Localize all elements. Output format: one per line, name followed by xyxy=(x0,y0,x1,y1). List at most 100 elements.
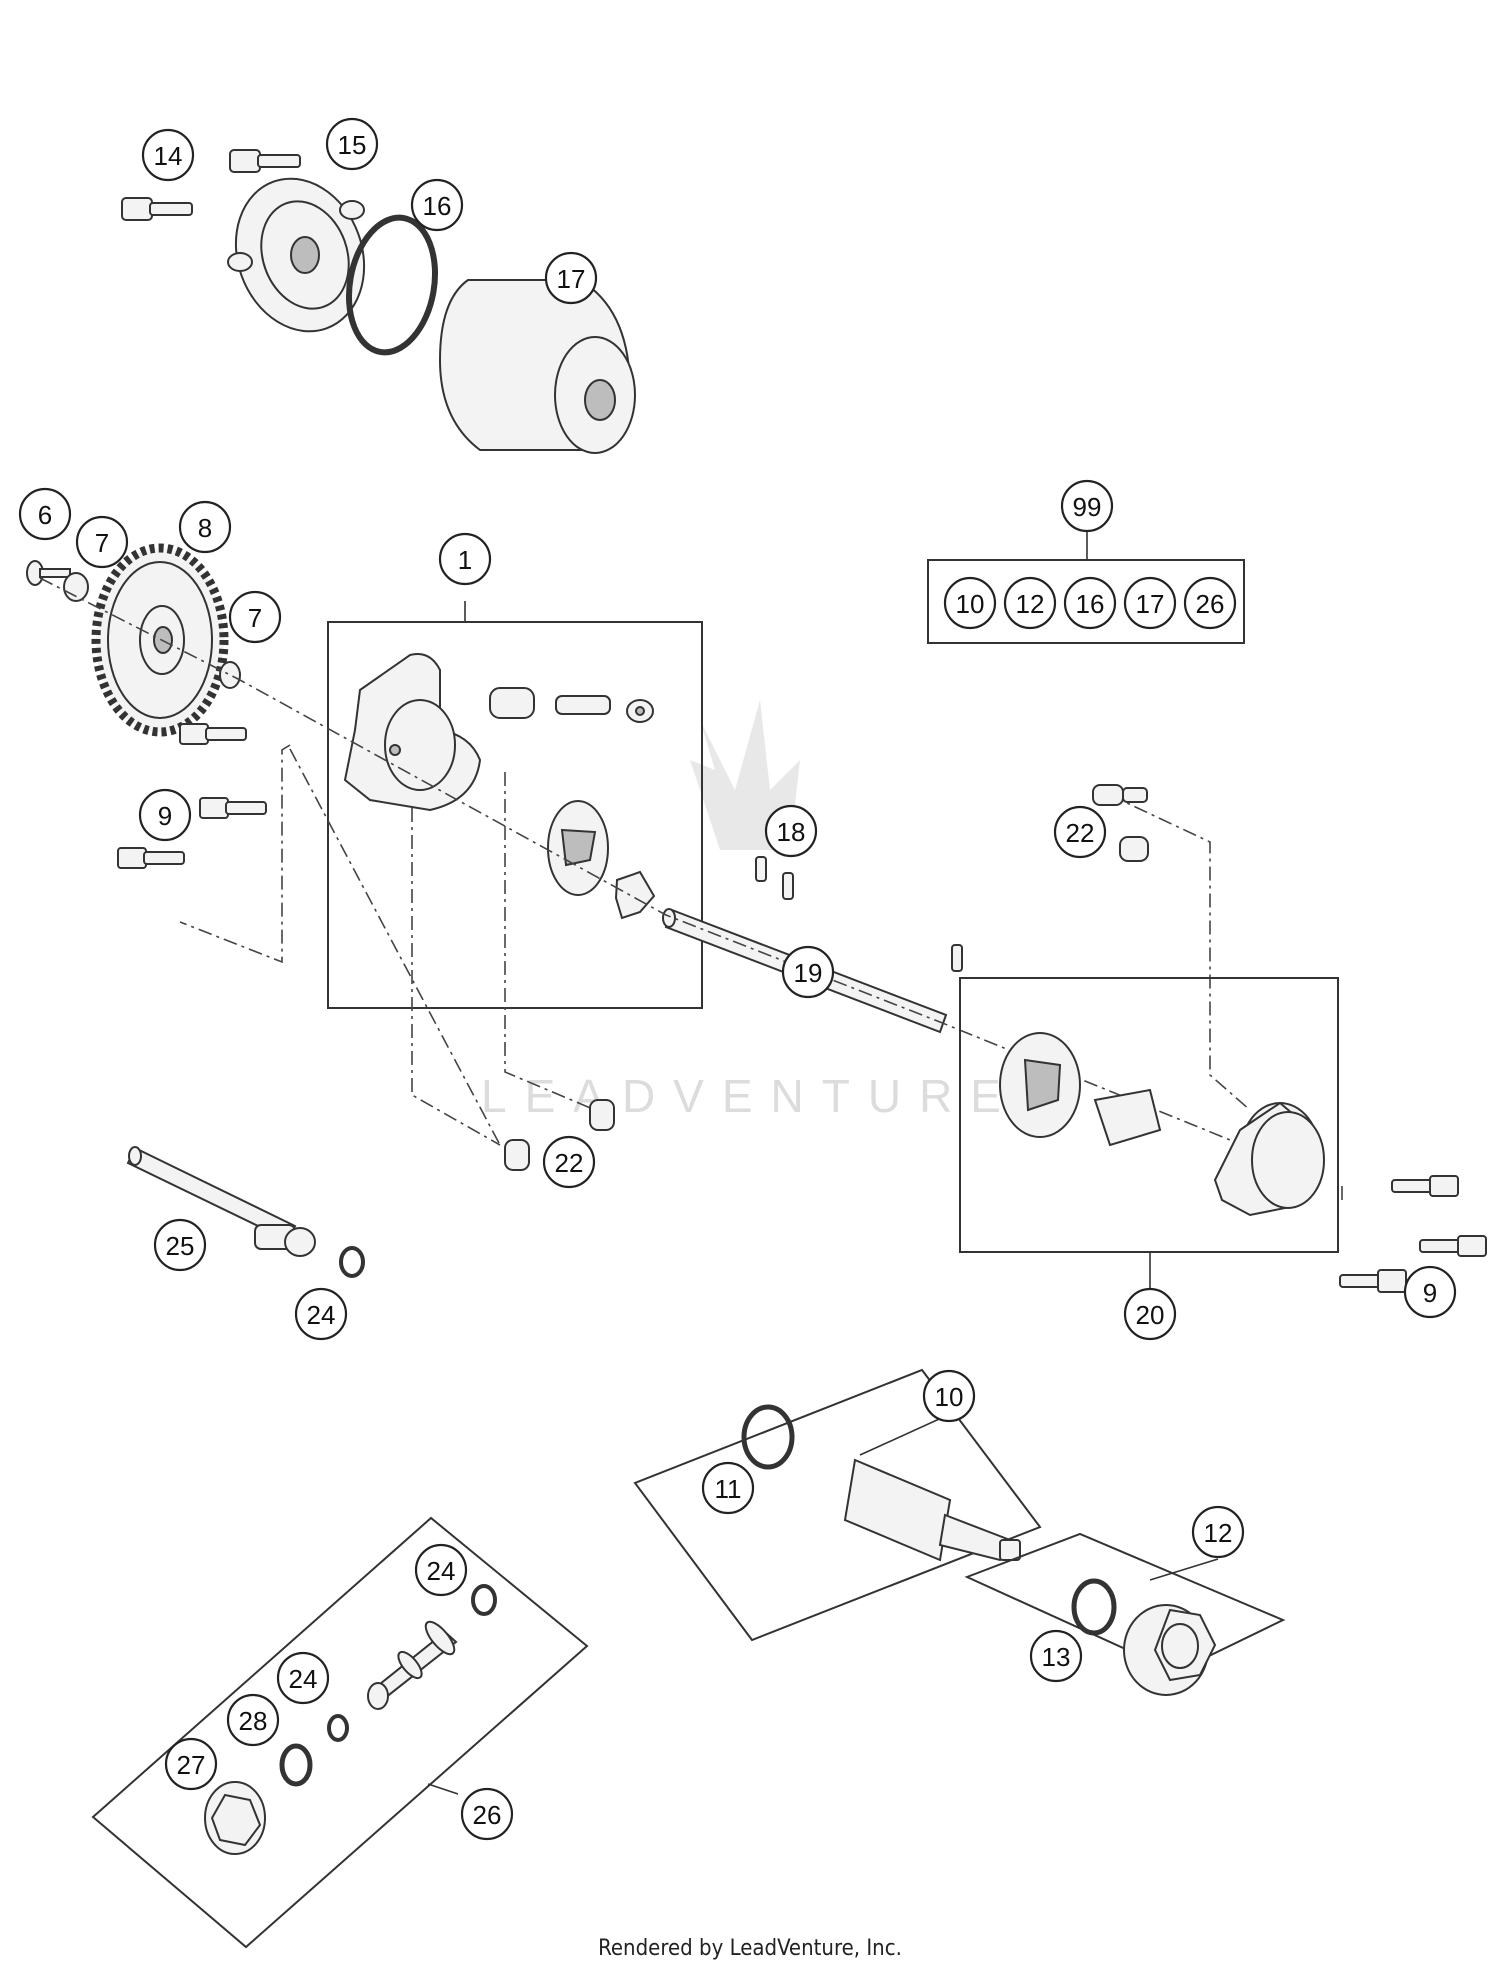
oil-pump-housing xyxy=(343,653,482,812)
callout-label: 8 xyxy=(198,513,212,543)
valve-piston xyxy=(367,1620,458,1710)
callout-c24a: 24 xyxy=(294,1287,348,1341)
kit-item-26: 26 xyxy=(1183,576,1237,630)
o-ring-24b xyxy=(471,1584,497,1616)
callout-label: 20 xyxy=(1136,1300,1165,1330)
bolts-9-left xyxy=(117,723,267,869)
callout-c12: 12 xyxy=(1191,1505,1245,1559)
kit-item-26-label: 26 xyxy=(1196,589,1225,619)
callout-label: 7 xyxy=(95,528,109,558)
callout-label: 15 xyxy=(338,130,367,160)
callout-c20: 20 xyxy=(1123,1287,1177,1341)
callout-label: 22 xyxy=(1066,818,1095,848)
kit-item-16-label: 16 xyxy=(1076,589,1105,619)
callout-label: 17 xyxy=(557,264,586,294)
callout-c24b: 24 xyxy=(414,1543,468,1597)
callout-c17: 17 xyxy=(544,251,598,305)
bolts-9-right xyxy=(1339,1175,1487,1293)
callout-c26: 26 xyxy=(460,1787,514,1841)
screw-6 xyxy=(26,560,71,586)
callout-c8: 8 xyxy=(178,500,232,554)
callout-c19: 19 xyxy=(781,945,835,999)
o-ring-24a xyxy=(339,1246,365,1278)
o-ring-28 xyxy=(279,1743,313,1787)
oil-screen-10 xyxy=(843,1458,1021,1562)
oil-pump-gear xyxy=(91,543,229,737)
callout-label: 6 xyxy=(38,500,52,530)
kit-item-12-label: 12 xyxy=(1016,589,1045,619)
callout-c25: 25 xyxy=(153,1218,207,1272)
callout-kit-99-label: 99 xyxy=(1073,492,1102,522)
callout-label: 14 xyxy=(154,141,183,171)
kit-item-10: 10 xyxy=(943,576,997,630)
dowel-sleeves-22-lower xyxy=(504,1099,615,1171)
frame-oil-pump-20 xyxy=(959,977,1339,1253)
callout-c7a: 7 xyxy=(75,515,129,569)
callout-label: 13 xyxy=(1042,1642,1071,1672)
oil-filter-cover-bolts xyxy=(121,149,301,221)
footer-credit: Rendered by LeadVenture, Inc. xyxy=(598,1936,902,1961)
dowel-pins-18 xyxy=(755,856,963,972)
callout-c10: 10 xyxy=(922,1369,976,1423)
callout-c24c: 24 xyxy=(276,1651,330,1705)
callout-c14: 14 xyxy=(141,128,195,182)
callout-c15: 15 xyxy=(325,117,379,171)
callout-c1: 1 xyxy=(438,532,492,586)
callout-label: 9 xyxy=(1423,1278,1437,1308)
callout-label: 26 xyxy=(473,1800,502,1830)
callout-label: 25 xyxy=(166,1231,195,1261)
callout-label: 16 xyxy=(423,191,452,221)
inner-rotor-1 xyxy=(614,870,656,920)
relief-valve-parts xyxy=(489,687,654,723)
o-ring-16 xyxy=(345,214,439,356)
callout-c9b: 9 xyxy=(1403,1265,1457,1319)
kit-box-99 xyxy=(927,559,1245,644)
kit-item-10-label: 10 xyxy=(956,589,985,619)
callout-c27: 27 xyxy=(164,1737,218,1791)
kit-item-17-label: 17 xyxy=(1136,589,1165,619)
o-ring-24c xyxy=(327,1714,349,1742)
outer-rotor-1 xyxy=(547,800,609,896)
kit-item-17: 17 xyxy=(1123,576,1177,630)
callout-label: 18 xyxy=(777,817,806,847)
oil-filter-cover xyxy=(227,177,366,333)
callout-label: 27 xyxy=(177,1750,206,1780)
pump-cover-20 xyxy=(1213,1101,1325,1217)
callout-label: 9 xyxy=(158,801,172,831)
watermark: LEADVENTURE xyxy=(481,700,1019,1122)
callout-label: 10 xyxy=(935,1382,964,1412)
callout-c16: 16 xyxy=(410,178,464,232)
inner-rotor-20 xyxy=(1093,1088,1162,1147)
callout-c9a: 9 xyxy=(138,788,192,842)
callout-c22a: 22 xyxy=(1053,805,1107,859)
callout-label: 11 xyxy=(715,1474,742,1504)
o-ring-11 xyxy=(741,1404,795,1470)
callout-label: 7 xyxy=(248,603,262,633)
watermark-logo-icon xyxy=(690,700,800,850)
outer-rotor-20 xyxy=(999,1032,1081,1138)
callout-label: 12 xyxy=(1204,1518,1233,1548)
plug-27 xyxy=(204,1781,266,1855)
kit-item-16: 16 xyxy=(1063,576,1117,630)
callout-c13: 13 xyxy=(1029,1629,1083,1683)
callout-label: 24 xyxy=(307,1300,336,1330)
o-ring-13 xyxy=(1071,1578,1117,1636)
callout-c28: 28 xyxy=(226,1693,280,1747)
callout-c7b: 7 xyxy=(228,590,282,644)
callout-label: 24 xyxy=(427,1556,456,1586)
panel-filter-screen-10 xyxy=(633,1368,1042,1642)
watermark-text: LEADVENTURE xyxy=(481,1070,1019,1122)
callout-c11: 11 xyxy=(701,1461,755,1515)
screw-plug-12 xyxy=(1123,1604,1217,1696)
callout-label: 24 xyxy=(289,1664,318,1694)
washer-7b xyxy=(219,661,241,689)
frame-oil-pump-1 xyxy=(327,621,703,1009)
callout-label: 19 xyxy=(794,958,823,988)
panel-valve-kit-26 xyxy=(91,1516,589,1949)
callout-c18: 18 xyxy=(764,804,818,858)
panel-screw-plug-12 xyxy=(964,1532,1286,1674)
oil-tube-25 xyxy=(126,1146,316,1257)
oil-filter xyxy=(438,279,636,454)
callout-label: 28 xyxy=(239,1706,268,1736)
